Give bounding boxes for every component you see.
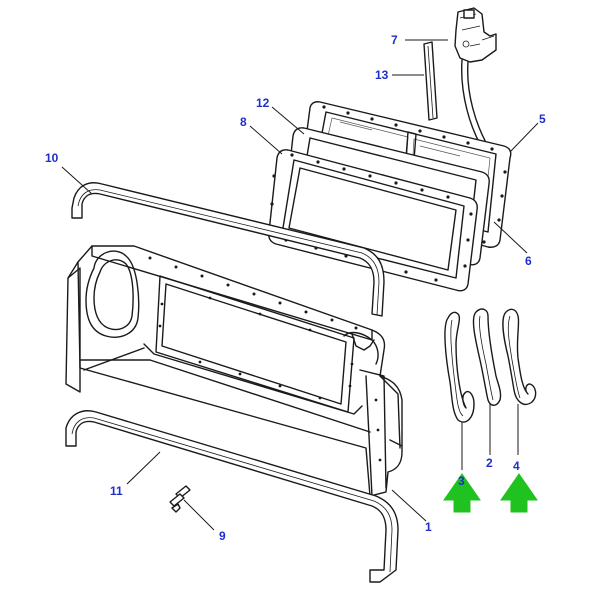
- green-tree-arrow-icon: [443, 473, 538, 513]
- front-frame-part: [268, 149, 478, 292]
- callout-label: 8: [240, 115, 247, 129]
- callout-label: 5: [539, 112, 546, 126]
- upper-capping-part: [71, 182, 385, 317]
- callout-label: 1: [425, 520, 432, 534]
- leader-lines: [61, 39, 539, 531]
- callout-label: 7: [391, 33, 398, 47]
- push-clip-part: [169, 485, 191, 513]
- callout-label: 10: [45, 151, 59, 165]
- callout-label: 11: [110, 484, 123, 498]
- callout-label: 6: [525, 254, 532, 268]
- seal-loop-4: [502, 308, 537, 406]
- callout-label: 3: [458, 474, 465, 488]
- seal-strip-part: [423, 41, 438, 121]
- callout-label: 9: [219, 529, 226, 543]
- body-panel-part: [65, 245, 403, 497]
- lower-capping-part: [65, 410, 399, 583]
- seal-loop-3: [444, 311, 475, 423]
- callout-label: 12: [256, 96, 270, 110]
- callout-label: 2: [486, 456, 493, 470]
- callout-labels: 1 2 3 4 5 6 7 8 9 10 11 12 13: [45, 33, 546, 543]
- callout-label: 13: [375, 68, 389, 82]
- callout-label: 4: [513, 459, 520, 473]
- seal-loop-2: [472, 308, 502, 406]
